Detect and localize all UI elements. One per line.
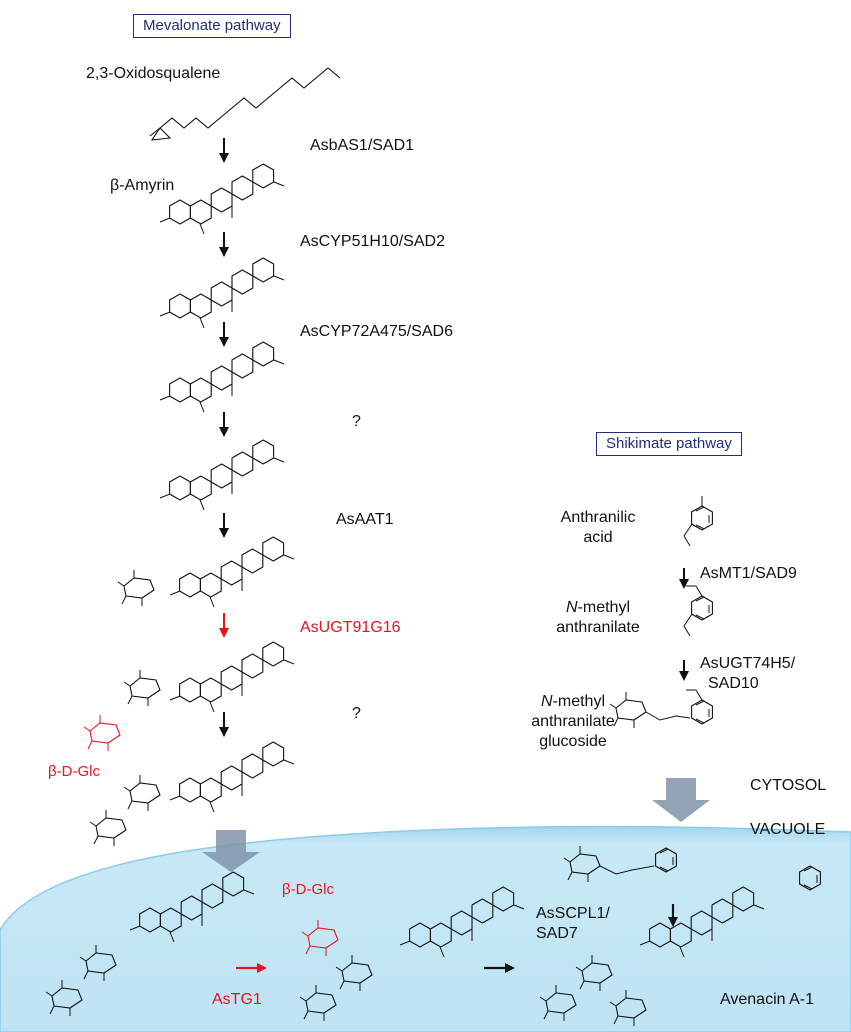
enzyme-sad6: AsCYP72A475/SAD6 <box>300 323 453 340</box>
oxidosqualene-structure <box>149 67 341 141</box>
vacuole-region <box>0 825 851 1032</box>
intermediate-4-structure <box>160 440 284 510</box>
beta-d-glc-label-vacuole: β-D-Glc <box>282 881 334 898</box>
enzyme-sad7-line1: AsSCPL1/ <box>536 905 610 922</box>
beta-amyrin-label: β-Amyrin <box>110 177 175 194</box>
mevalonate-pathway-box: Mevalonate pathway <box>133 14 291 38</box>
vacuole-label: VACUOLE <box>750 821 826 838</box>
beta-d-glc-label-cytosol: β-D-Glc <box>48 763 100 780</box>
enzyme-unknown-2: ? <box>352 705 361 722</box>
enzyme-sad7-line2: SAD7 <box>536 925 578 942</box>
intermediate-2-structure <box>160 258 284 328</box>
enzyme-sad1: AsbAS1/SAD1 <box>310 137 415 154</box>
n-methyl-anthranilate-line2: anthranilate <box>556 619 640 636</box>
enzyme-sad2: AsCYP51H10/SAD2 <box>300 233 445 250</box>
enzyme-ugt91g16: AsUGT91G16 <box>300 619 401 636</box>
anthranilic-acid-label: Anthranilic acid <box>548 508 648 548</box>
n-methyl-anthranilate-structure <box>683 585 713 637</box>
intermediate-3-structure <box>160 342 284 412</box>
avenacin-a1-label: Avenacin A-1 <box>720 991 814 1008</box>
enzyme-sad7: AsSCPL1/ SAD7 <box>536 904 610 944</box>
oxidosqualene-label: 2,3-Oxidosqualene <box>86 65 221 82</box>
n-methyl-anthranilate-label: N-methyl anthranilate <box>540 598 656 638</box>
vacuole-acyl-donor-structure <box>563 845 677 883</box>
vacuole-step-arrows <box>236 904 678 973</box>
enzyme-sad10-line2: SAD10 <box>708 675 759 692</box>
enzyme-tg1: AsTG1 <box>212 991 262 1008</box>
anthranilic-acid-structure <box>683 496 713 547</box>
n-methyl-anthranilate-line1: N-methyl <box>540 598 656 618</box>
glucoside-methyl-suffix: -methyl <box>552 693 605 710</box>
transport-arrow-left <box>202 830 260 872</box>
glucoside-line2: anthranilate <box>531 713 615 730</box>
glucoside-line1: N-methyl <box>518 692 628 712</box>
anthranilic-acid-line1: Anthranilic <box>560 509 636 526</box>
n-methyl-suffix: -methyl <box>577 599 630 616</box>
n-italic: N <box>565 599 578 616</box>
n-methyl-anthranilate-glucoside-label: N-methyl anthranilate glucoside <box>518 692 628 752</box>
enzyme-aat1: AsAAT1 <box>336 511 394 528</box>
anthranilic-acid-line2: acid <box>583 529 613 546</box>
intermediate-7-structure <box>89 742 294 847</box>
enzyme-sad10-line1: AsUGT74H5/ <box>700 655 796 672</box>
intermediate-5-structure <box>117 537 294 607</box>
intermediate-6-structure <box>83 642 294 752</box>
enzyme-sad9: AsMT1/SAD9 <box>700 565 797 582</box>
shikimate-pathway-box: Shikimate pathway <box>596 432 742 456</box>
glucoside-line3: glucoside <box>539 733 607 750</box>
enzyme-sad10: AsUGT74H5/ SAD10 <box>700 654 795 694</box>
enzyme-unknown-1: ? <box>352 413 361 430</box>
cytosol-label: CYTOSOL <box>750 777 827 794</box>
n-italic-2: N <box>540 693 553 710</box>
n-methyl-anthranilate-glucoside-structure <box>609 689 713 729</box>
beta-amyrin-structure <box>160 164 284 234</box>
transport-arrow-right <box>652 778 710 822</box>
